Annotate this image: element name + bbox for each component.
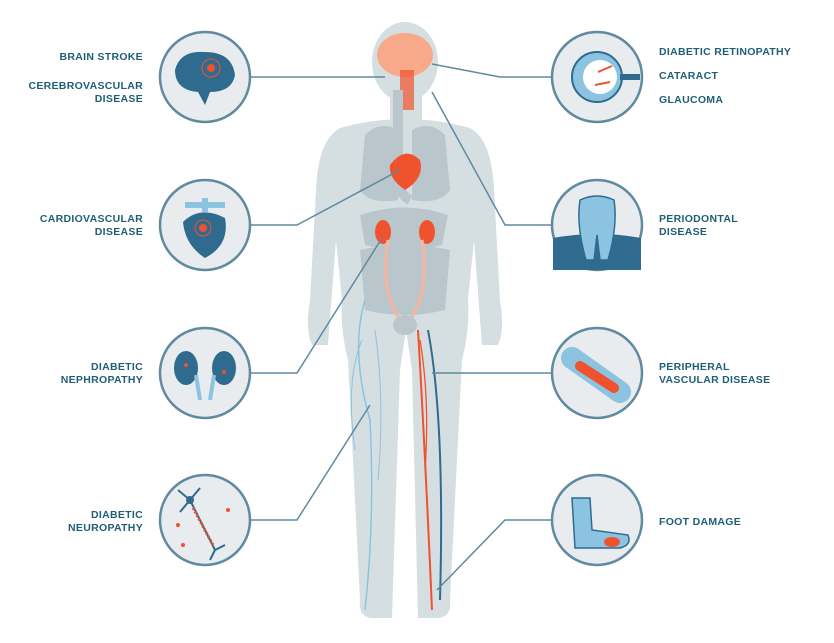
label-cerebrovascular: BRAIN STROKE CEREBROVASCULAR DISEASE xyxy=(28,51,143,106)
label-pvd: PERIPHERAL VASCULAR DISEASE xyxy=(659,361,770,387)
label-neuro-line1: DIABETIC xyxy=(91,509,143,521)
vein xyxy=(427,329,443,601)
label-cardiovascular: CARDIOVASCULAR DISEASE xyxy=(40,213,143,239)
label-cataract: CATARACT xyxy=(659,70,719,82)
label-pvd-line1: PERIPHERAL xyxy=(659,361,730,373)
label-foot-damage: FOOT DAMAGE xyxy=(659,516,742,528)
foot-icon xyxy=(550,473,644,567)
label-nephro-line2: NEPHROPATHY xyxy=(60,374,143,386)
nerves xyxy=(357,299,373,611)
heart-organ xyxy=(389,153,421,190)
label-cardio-line2: DISEASE xyxy=(94,226,143,238)
label-nephro-line1: DIABETIC xyxy=(91,361,143,373)
intestines xyxy=(360,245,450,315)
label-glaucoma: GLAUCOMA xyxy=(659,94,724,106)
label-periodontal: PERIODONTAL DISEASE xyxy=(659,213,738,239)
kidneys-icon xyxy=(158,326,252,420)
neuron-icon xyxy=(158,473,252,567)
label-cardio-line1: CARDIOVASCULAR xyxy=(39,213,143,225)
label-brain-stroke: BRAIN STROKE xyxy=(59,51,143,63)
label-retinopathy: DIABETIC RETINOPATHY xyxy=(659,46,792,58)
label-pvd-line2: VASCULAR DISEASE xyxy=(659,374,771,386)
label-neuropathy: DIABETIC NEUROPATHY xyxy=(68,509,143,535)
label-cerebro-line2: DISEASE xyxy=(94,93,143,105)
label-nephropathy: DIABETIC NEPHROPATHY xyxy=(61,361,143,387)
label-neuro-line2: NEUROPATHY xyxy=(68,522,143,534)
label-foot: FOOT DAMAGE xyxy=(659,516,741,529)
connector-lines xyxy=(250,63,552,591)
kidney-right xyxy=(419,220,435,244)
kidney-left xyxy=(375,220,391,244)
label-perio-line1: PERIODONTAL xyxy=(659,213,738,225)
label-eye-diseases: DIABETIC RETINOPATHY CATARACT GLAUCOMA xyxy=(659,46,791,107)
brain-organ xyxy=(377,33,433,77)
label-perio-line2: DISEASE xyxy=(659,226,708,238)
label-cerebro-line1: CEREBROVASCULAR xyxy=(28,80,143,92)
